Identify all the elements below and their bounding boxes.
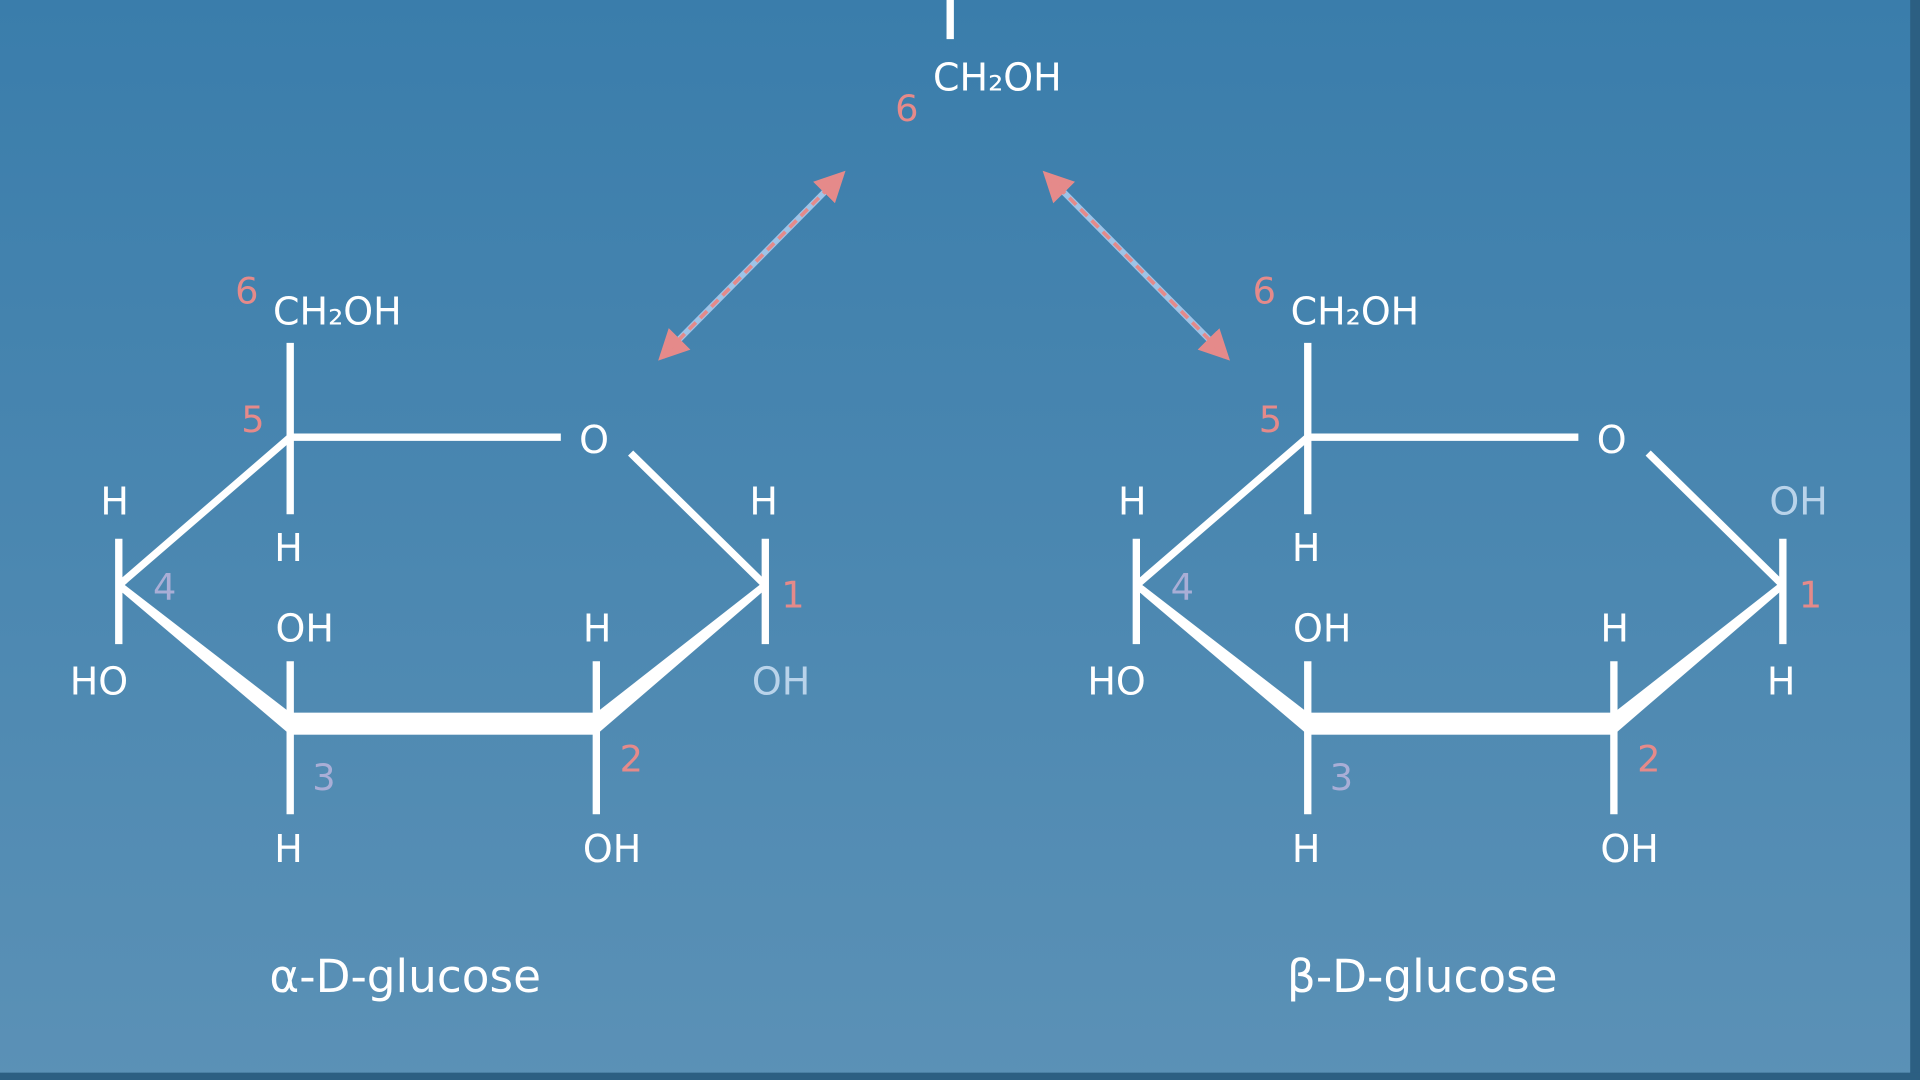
alpha-c1-oh: OH — [752, 659, 810, 703]
beta-ch2oh: CH₂OH — [1291, 289, 1420, 333]
alpha-c2-h: H — [583, 607, 612, 651]
alpha-c1-number: 1 — [781, 573, 804, 616]
beta-c1-oh: OH — [1769, 479, 1827, 523]
alpha-c2-oh: OH — [583, 827, 641, 871]
beta-glucose-label: β-D-glucose — [1287, 950, 1558, 1003]
alpha-c3-number: 3 — [312, 756, 335, 799]
alpha-c6-number: 6 — [235, 270, 258, 313]
beta-c4-ho: HO — [1087, 659, 1145, 703]
beta-c4-number: 4 — [1171, 566, 1194, 609]
alpha-c1-h: H — [749, 479, 778, 523]
beta-glucose-structure: CH₂OH 6 5 O H H HO 4 OH H 3 H OH 2 OH H … — [1087, 270, 1827, 1003]
alpha-glucose-label: α-D-glucose — [269, 950, 541, 1003]
alpha-c3-h: H — [274, 827, 303, 871]
frame-edge-bottom — [0, 1072, 1920, 1080]
top-ch2oh: CH₂OH — [933, 56, 1062, 100]
arrow-left-dash — [661, 173, 843, 358]
beta-c1-number: 1 — [1799, 573, 1822, 616]
equilibrium-arrows — [658, 170, 1231, 361]
beta-c5-number: 5 — [1259, 398, 1282, 441]
beta-ring-oxygen: O — [1597, 418, 1627, 462]
beta-c2-number: 2 — [1637, 737, 1660, 780]
beta-c3-h: H — [1292, 827, 1321, 871]
alpha-c2-number: 2 — [620, 737, 643, 780]
open-chain-fragment: CH₂OH 6 — [895, 0, 1062, 130]
beta-c3-number: 3 — [1330, 756, 1353, 799]
beta-c2-h: H — [1600, 607, 1629, 651]
alpha-c4-ho: HO — [70, 659, 128, 703]
alpha-ring-oxygen: O — [579, 418, 609, 462]
beta-c3-oh: OH — [1293, 607, 1351, 651]
arrow-right-dash — [1045, 173, 1228, 358]
alpha-c3-oh: OH — [276, 607, 334, 651]
frame-edge-right — [1910, 0, 1920, 1080]
alpha-c5-number: 5 — [241, 398, 264, 441]
beta-c6-number: 6 — [1253, 270, 1276, 313]
alpha-glucose-structure: CH₂OH 6 5 O H H HO 4 OH H 3 H OH 2 H OH … — [70, 270, 810, 1003]
alpha-c5-h: H — [274, 526, 303, 570]
beta-c1-h: H — [1767, 659, 1796, 703]
top-carbon-number: 6 — [895, 87, 918, 130]
beta-c2-oh: OH — [1600, 827, 1658, 871]
beta-c4-h: H — [1118, 479, 1147, 523]
beta-c5-h: H — [1292, 526, 1321, 570]
alpha-ch2oh: CH₂OH — [273, 289, 402, 333]
alpha-c4-h: H — [100, 479, 129, 523]
alpha-c4-number: 4 — [153, 566, 176, 609]
